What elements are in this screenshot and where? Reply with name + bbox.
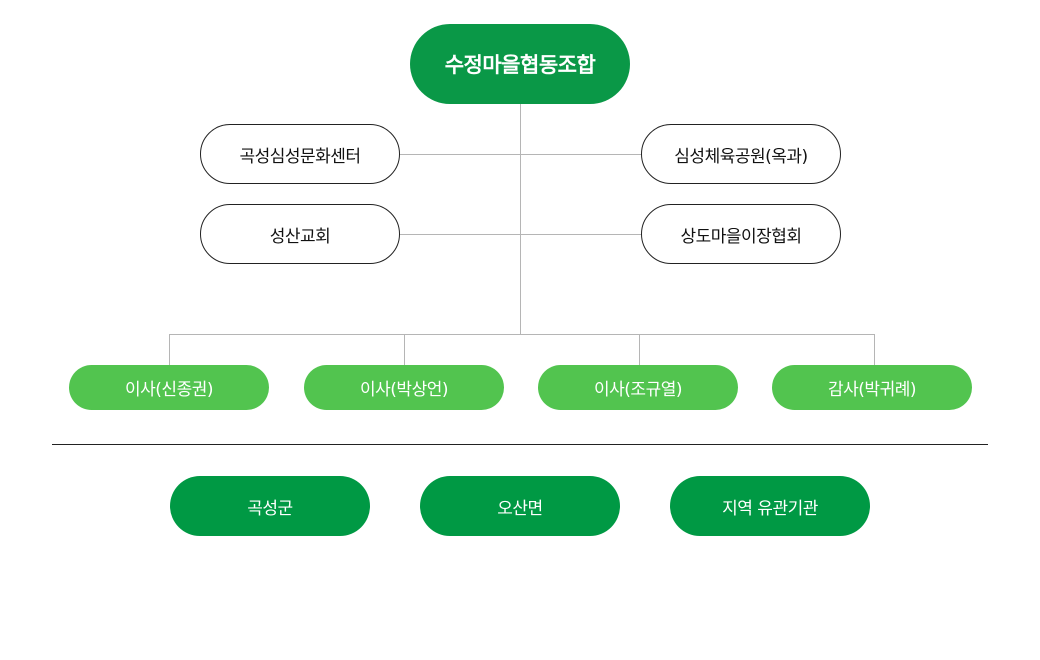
board-node: 감사(박귀례) <box>772 365 972 410</box>
board-node: 이사(박상언) <box>304 365 504 410</box>
connector-board-bar <box>169 334 875 335</box>
connector-board-2 <box>404 334 405 365</box>
related-node: 곡성군 <box>170 476 370 536</box>
board-node: 이사(조규열) <box>538 365 738 410</box>
connector-row2 <box>400 234 641 235</box>
connector-trunk <box>520 103 521 334</box>
connector-board-3 <box>639 334 640 365</box>
partner-node: 심성체육공원(옥과) <box>641 124 841 184</box>
board-node: 이사(신종권) <box>69 365 269 410</box>
connector-board-4 <box>874 334 875 365</box>
partner-node: 상도마을이장협회 <box>641 204 841 264</box>
connector-board-1 <box>169 334 170 365</box>
root-node: 수정마을협동조합 <box>410 24 630 104</box>
connector-row1 <box>400 154 641 155</box>
partner-node: 곡성심성문화센터 <box>200 124 400 184</box>
divider <box>52 444 988 445</box>
related-node: 지역 유관기관 <box>670 476 870 536</box>
partner-node: 성산교회 <box>200 204 400 264</box>
related-node: 오산면 <box>420 476 620 536</box>
